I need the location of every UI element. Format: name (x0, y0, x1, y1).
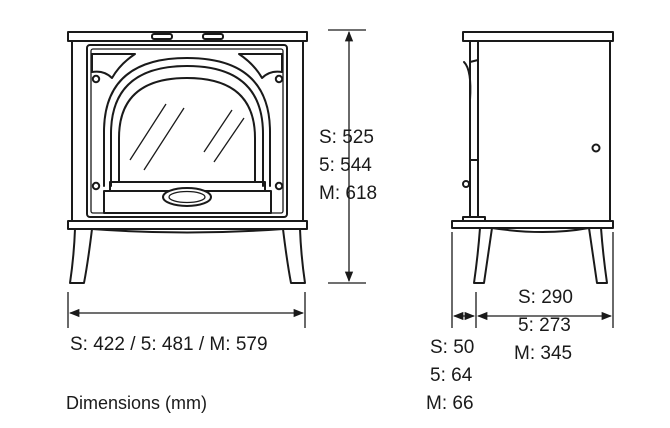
leg-offset-label-s: S: 50 (430, 337, 474, 358)
stove-front-view (67, 31, 308, 284)
height-label-5: 5: 544 (319, 155, 372, 176)
width-dimension-line (67, 292, 306, 328)
leg-offset-label-m: M: 66 (426, 393, 474, 414)
height-dimension-line (328, 29, 366, 284)
depth-label-s: S: 290 (518, 287, 573, 308)
stove-side-view (451, 31, 614, 284)
width-label: S: 422 / 5: 481 / M: 579 (70, 334, 268, 355)
diagram-caption: Dimensions (mm) (66, 393, 207, 413)
depth-dimension-lines (451, 232, 614, 328)
leg-offset-label-5: 5: 64 (430, 365, 473, 386)
depth-label-5: 5: 273 (518, 315, 571, 336)
depth-label-m: M: 345 (514, 343, 572, 364)
height-label-s: S: 525 (319, 127, 374, 148)
height-label-m: M: 618 (319, 183, 377, 204)
